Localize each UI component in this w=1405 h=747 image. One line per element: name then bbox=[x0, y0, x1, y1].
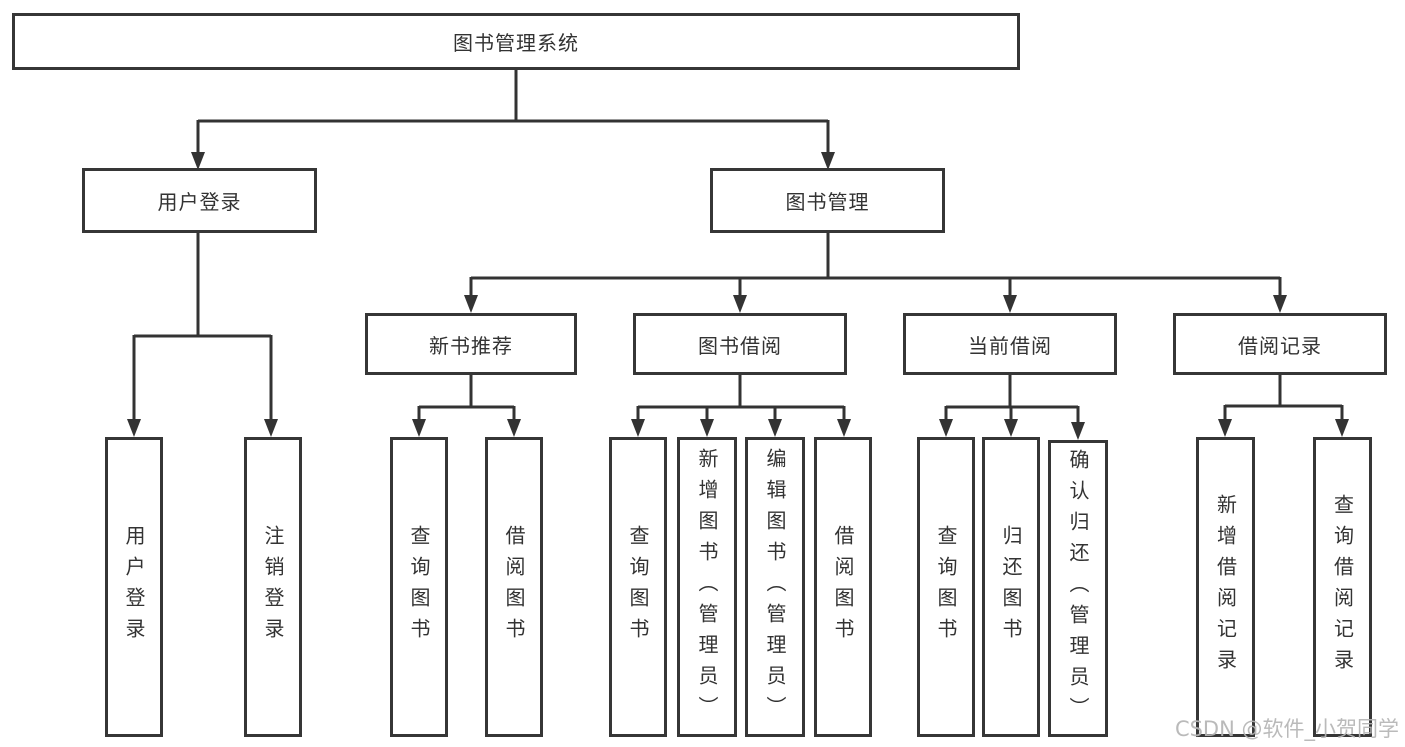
node-book-management-branch: 图书管理 bbox=[710, 168, 945, 233]
node-label: 新书推荐 bbox=[429, 333, 513, 358]
leaf-query-books-borrow: 查询图书 bbox=[609, 437, 667, 737]
arrowheads bbox=[127, 152, 1349, 440]
leaf-label: 新增借阅记录 bbox=[1213, 494, 1238, 680]
leaf-label: 新增图书（管理员） bbox=[695, 447, 719, 727]
leaf-label: 用户登录 bbox=[122, 525, 146, 649]
node-borrowing-records: 借阅记录 bbox=[1173, 313, 1387, 375]
leaf-query-books-recommend: 查询图书 bbox=[390, 437, 448, 737]
node-book-borrowing: 图书借阅 bbox=[633, 313, 847, 375]
leaf-user-login: 用户登录 bbox=[105, 437, 163, 737]
node-label: 当前借阅 bbox=[968, 333, 1052, 358]
leaf-label: 确认归还（管理员） bbox=[1066, 449, 1090, 728]
node-label: 借阅记录 bbox=[1238, 333, 1322, 358]
csdn-watermark: CSDN @软件_小贺同学 bbox=[1174, 717, 1399, 741]
node-current-borrowing: 当前借阅 bbox=[903, 313, 1117, 375]
node-label: 用户登录 bbox=[157, 190, 242, 214]
leaf-query-books-current: 查询图书 bbox=[917, 437, 975, 737]
node-label: 图书管理系统 bbox=[453, 31, 579, 55]
leaf-label: 借阅图书 bbox=[831, 525, 855, 649]
leaf-label: 归还图书 bbox=[999, 525, 1023, 649]
node-user-login-branch: 用户登录 bbox=[82, 168, 317, 233]
leaf-logout: 注销登录 bbox=[244, 437, 302, 737]
leaf-edit-books-admin: 编辑图书（管理员） bbox=[745, 437, 805, 737]
leaf-label: 查询图书 bbox=[934, 525, 958, 649]
leaf-label: 查询图书 bbox=[407, 525, 431, 649]
leaf-confirm-return-admin: 确认归还（管理员） bbox=[1048, 440, 1108, 737]
node-new-book-recommendation: 新书推荐 bbox=[365, 313, 577, 375]
leaf-add-books-admin: 新增图书（管理员） bbox=[677, 437, 737, 737]
node-label: 图书管理 bbox=[785, 190, 870, 214]
node-library-management-system: 图书管理系统 bbox=[12, 13, 1020, 70]
leaf-borrow-books: 借阅图书 bbox=[814, 437, 872, 737]
leaf-query-borrow-record: 查询借阅记录 bbox=[1313, 437, 1372, 737]
leaf-return-books: 归还图书 bbox=[982, 437, 1040, 737]
leaf-add-borrow-record: 新增借阅记录 bbox=[1196, 437, 1255, 737]
leaf-borrow-books-recommend: 借阅图书 bbox=[485, 437, 543, 737]
leaf-label: 借阅图书 bbox=[502, 525, 526, 649]
leaf-label: 注销登录 bbox=[261, 525, 285, 649]
leaf-label: 查询图书 bbox=[626, 525, 650, 649]
node-label: 图书借阅 bbox=[698, 333, 782, 358]
leaf-label: 查询借阅记录 bbox=[1330, 494, 1355, 680]
leaf-label: 编辑图书（管理员） bbox=[763, 447, 787, 727]
